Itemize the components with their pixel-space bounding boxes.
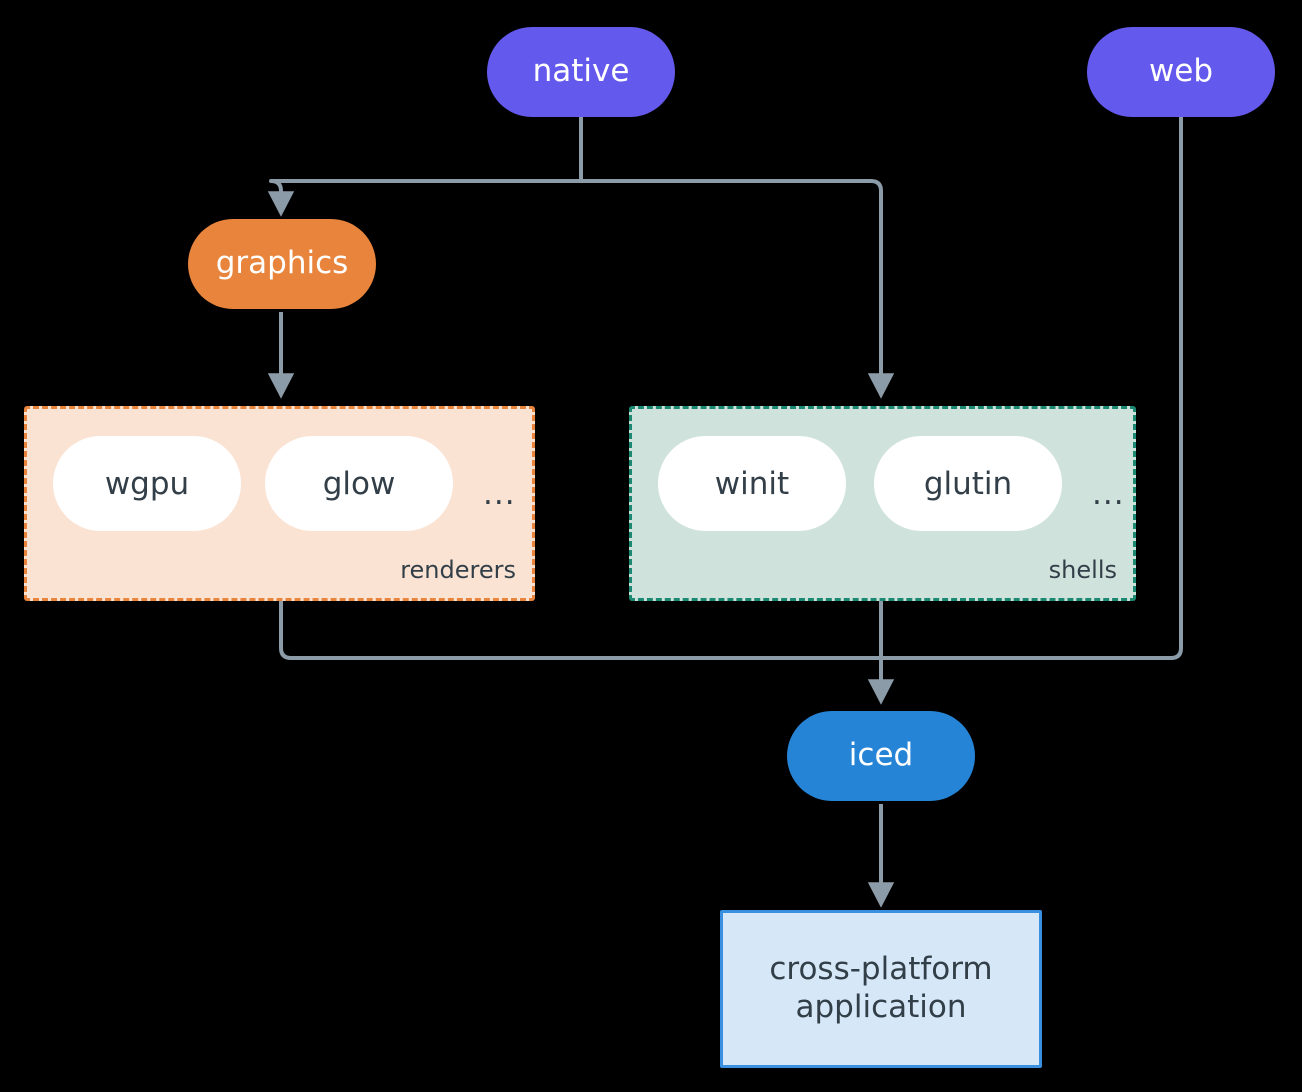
- node-native-label: native: [532, 53, 630, 90]
- renderers-ellipsis: ...: [483, 476, 516, 512]
- leaf-glutin[interactable]: glutin: [874, 436, 1062, 531]
- node-application[interactable]: cross-platform application: [720, 910, 1042, 1068]
- edge-native-graphics: [267, 179, 581, 217]
- edge-renderers-iced: [279, 601, 881, 660]
- node-iced[interactable]: iced: [787, 711, 975, 801]
- node-web-label: web: [1148, 53, 1214, 90]
- application-label-line2: application: [795, 989, 967, 1025]
- cluster-shells-label: shells: [1048, 556, 1117, 584]
- leaf-wgpu-label: wgpu: [104, 465, 190, 502]
- edge-native-shells: [581, 179, 895, 399]
- leaf-wgpu[interactable]: wgpu: [53, 436, 241, 531]
- cluster-renderers: wgpu glow ... renderers: [24, 406, 535, 601]
- leaf-winit-label: winit: [714, 465, 790, 502]
- node-web[interactable]: web: [1087, 27, 1275, 117]
- shells-ellipsis: ...: [1092, 476, 1125, 512]
- node-iced-label: iced: [848, 737, 914, 774]
- node-graphics-label: graphics: [215, 245, 349, 282]
- leaf-glow[interactable]: glow: [265, 436, 453, 531]
- leaf-glow-label: glow: [322, 465, 396, 502]
- leaf-winit[interactable]: winit: [658, 436, 846, 531]
- node-native[interactable]: native: [487, 27, 675, 117]
- cluster-shells: winit glutin ... shells: [629, 406, 1136, 601]
- node-graphics[interactable]: graphics: [188, 219, 376, 309]
- cluster-renderers-label: renderers: [400, 556, 516, 584]
- leaf-glutin-label: glutin: [923, 465, 1013, 502]
- application-label-line1: cross-platform: [769, 951, 993, 988]
